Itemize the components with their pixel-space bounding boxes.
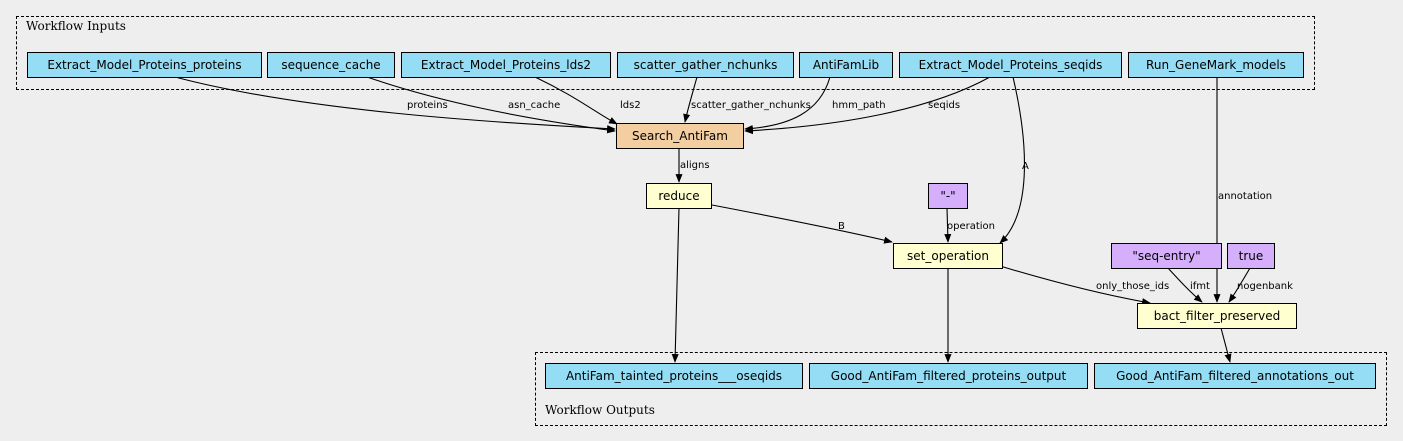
edge-proteins bbox=[174, 76, 616, 133]
input-extract-model-proteins-proteins[interactable]: Extract_Model_Proteins_proteins bbox=[27, 52, 262, 78]
edge-label-hmm-path: hmm_path bbox=[832, 100, 886, 111]
edge-b bbox=[711, 204, 893, 244]
edge-seqids bbox=[744, 76, 991, 135]
edge-nogenbank bbox=[1228, 267, 1251, 303]
edge-label-aligns: aligns bbox=[680, 160, 710, 171]
output-good-antifam-filtered-proteins[interactable]: Good_AntiFam_filtered_proteins_output bbox=[809, 363, 1088, 389]
workflow-inputs-cluster bbox=[16, 16, 1315, 90]
edge-label-ifmt: ifmt bbox=[1190, 281, 1210, 292]
input-sequence-cache[interactable]: sequence_cache bbox=[267, 52, 395, 78]
edge-bact-to-annotations bbox=[1220, 327, 1232, 363]
edge-operation bbox=[944, 207, 952, 243]
edge-ifmt bbox=[1167, 267, 1203, 303]
output-good-antifam-filtered-annotations[interactable]: Good_AntiFam_filtered_annotations_out bbox=[1094, 363, 1376, 389]
edge-reduce-to-tainted bbox=[671, 207, 680, 363]
edge-lds2 bbox=[534, 76, 618, 125]
edge-label-a: A bbox=[1022, 161, 1029, 172]
edge-scatter-gather bbox=[683, 76, 698, 123]
input-antifamlib[interactable]: AntiFamLib bbox=[799, 52, 893, 78]
edge-label-seqids: seqids bbox=[928, 100, 960, 111]
step-reduce[interactable]: reduce bbox=[646, 183, 712, 209]
edge-label-lds2: lds2 bbox=[620, 100, 641, 111]
edge-label-b: B bbox=[838, 221, 845, 232]
workflow-outputs-label: Workflow Outputs bbox=[545, 403, 655, 417]
edge-label-asn-cache: asn_cache bbox=[508, 100, 560, 111]
edge-hmm-path bbox=[744, 76, 831, 132]
output-antifam-tainted-proteins-oseqids[interactable]: AntiFam_tainted_proteins___oseqids bbox=[545, 363, 803, 389]
step-search-antifam[interactable]: Search_AntiFam bbox=[616, 123, 744, 149]
edge-asn-cache bbox=[366, 76, 616, 134]
input-extract-model-proteins-lds2[interactable]: Extract_Model_Proteins_lds2 bbox=[401, 52, 611, 78]
input-extract-model-proteins-seqids[interactable]: Extract_Model_Proteins_seqids bbox=[899, 52, 1122, 78]
const-true[interactable]: true bbox=[1227, 243, 1275, 269]
step-bact-filter-preserved[interactable]: bact_filter_preserved bbox=[1137, 303, 1297, 329]
edge-only-those-ids bbox=[999, 265, 1151, 306]
edge-label-nogenbank: nogenbank bbox=[1237, 281, 1293, 292]
edge-label-scatter-gather: scatter_gather_nchunks bbox=[691, 100, 811, 111]
edge-a bbox=[999, 76, 1026, 244]
const-seq-entry[interactable]: "seq-entry" bbox=[1111, 243, 1222, 269]
edge-label-proteins: proteins bbox=[407, 100, 448, 111]
edge-label-annotation: annotation bbox=[1218, 191, 1272, 202]
step-set-operation[interactable]: set_operation bbox=[893, 243, 1003, 269]
edge-label-operation: operation bbox=[947, 221, 995, 232]
input-scatter-gather-nchunks[interactable]: scatter_gather_nchunks bbox=[617, 52, 794, 78]
edge-label-only-those-ids: only_those_ids bbox=[1096, 281, 1169, 292]
const-dash[interactable]: "-" bbox=[928, 183, 968, 209]
workflow-outputs-cluster bbox=[535, 352, 1387, 426]
input-run-genemark-models[interactable]: Run_GeneMark_models bbox=[1128, 52, 1304, 78]
workflow-inputs-label: Workflow Inputs bbox=[26, 19, 126, 33]
